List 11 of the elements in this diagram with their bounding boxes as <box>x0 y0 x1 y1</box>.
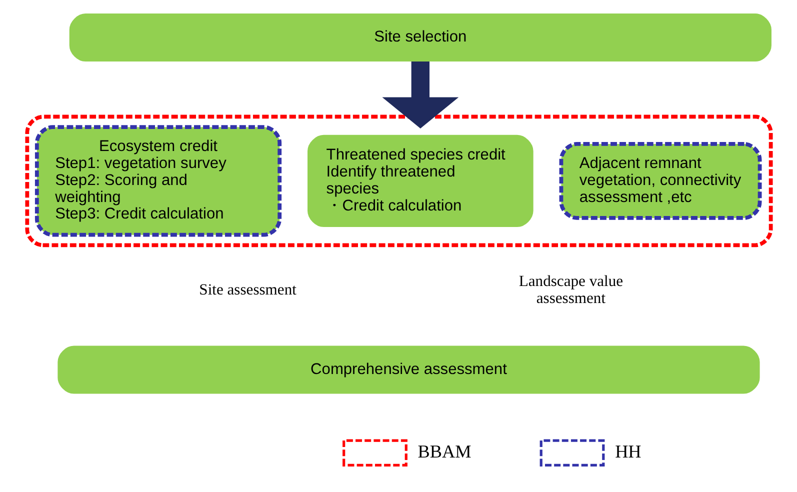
node-box: Threatened species credit Identify threatened species ・Credit calculation <box>307 134 533 227</box>
label: Landscape value assessment <box>518 272 623 307</box>
node-box: Ecosystem credit Step1: vegetation survey Step2: Scoring and weighting Step3: Credit calculation <box>34 124 282 236</box>
cluster <box>24 114 772 247</box>
legend-label: BBAM <box>417 441 471 462</box>
label: Site assessment <box>198 281 296 298</box>
node-box: Site selection <box>68 13 771 62</box>
legend-label: HH <box>614 441 641 462</box>
node-box: Comprehensive assessment <box>57 345 760 394</box>
arrow <box>382 60 458 128</box>
node-box: Adjacent remnant vegetation, connectivity assessment ,etc <box>558 142 762 220</box>
